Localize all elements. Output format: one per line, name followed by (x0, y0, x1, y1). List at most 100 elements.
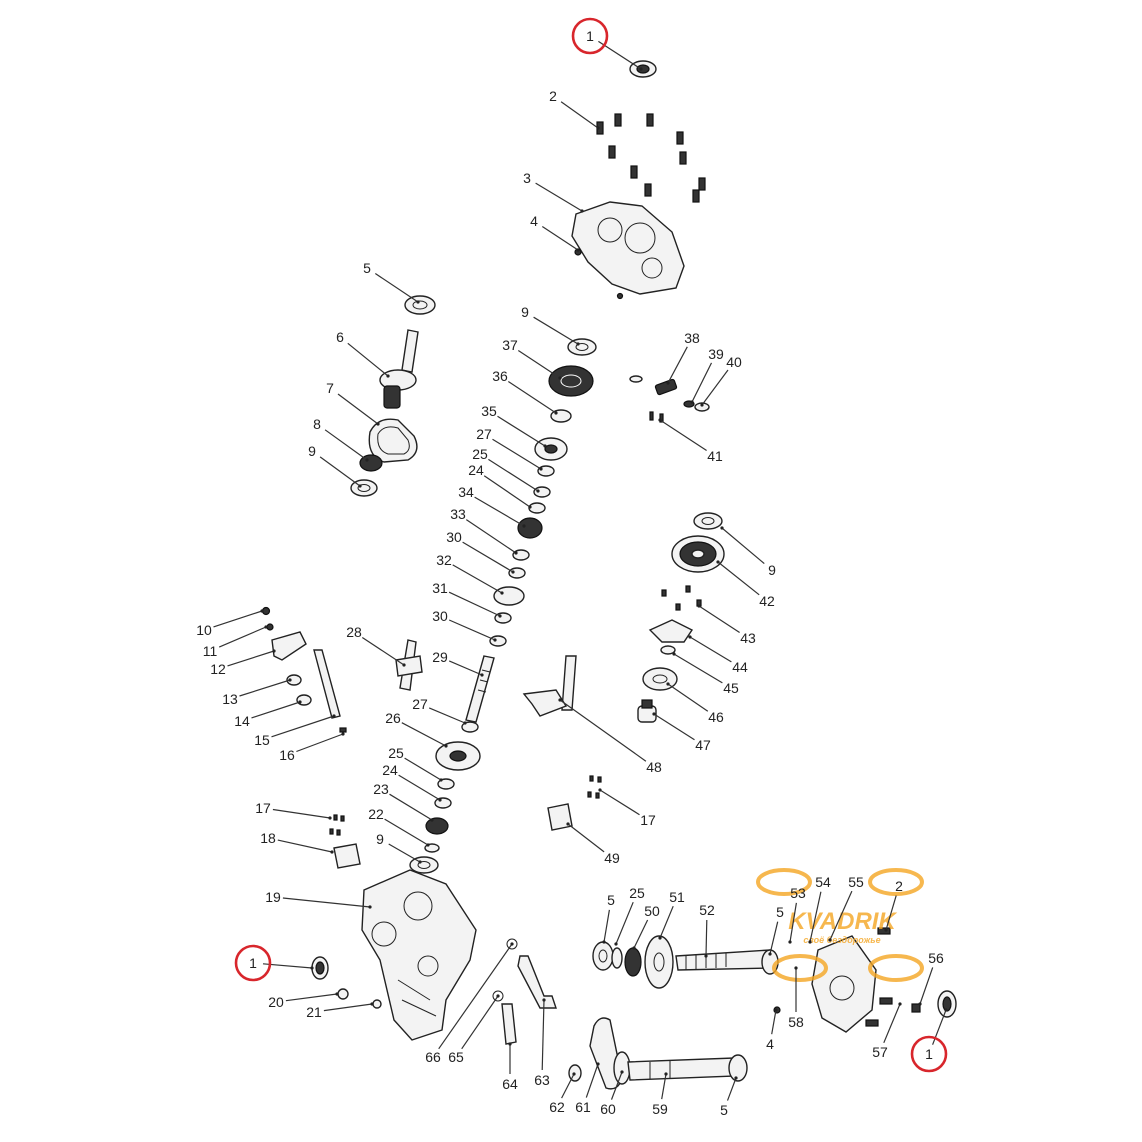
leader-dot-c-24a (528, 505, 532, 509)
part-label-c-65: 65 (448, 1049, 464, 1065)
part-label-c-36: 36 (492, 368, 508, 384)
washer-27b (461, 721, 479, 733)
bolt-set-top (596, 113, 706, 203)
part-label-c-56: 56 (928, 950, 944, 966)
tire-icon (868, 868, 924, 896)
gear-26 (435, 741, 481, 771)
leader-dot-c-27a (539, 467, 543, 471)
leader-line-c-46 (667, 683, 709, 712)
leader-line-c-56 (919, 967, 934, 1005)
leader-dot-c-13 (288, 678, 292, 682)
part-label-c-37: 37 (502, 337, 518, 353)
leader-dot-c-63 (542, 998, 546, 1002)
leader-dot-c-35 (543, 444, 547, 448)
part-label-c-19: 19 (265, 889, 281, 905)
gear-35 (534, 437, 568, 461)
leader-dot-c-2 (596, 126, 600, 130)
leader-dot-c-49 (566, 822, 570, 826)
part-label-c-43: 43 (740, 630, 756, 646)
part-label-c-30b: 30 (432, 608, 448, 624)
leader-dot-c-37 (558, 376, 562, 380)
bolts-56-57 (865, 927, 921, 1027)
leader-dot-c-50 (632, 946, 636, 950)
part-label-c-26: 26 (385, 710, 401, 726)
part-label-c-4a: 4 (530, 213, 538, 229)
leader-line-c-30b (448, 619, 496, 641)
leader-line-c-65 (461, 995, 499, 1050)
part-label-c-29: 29 (432, 649, 448, 665)
leader-dot-c-29 (480, 673, 484, 677)
leader-dot-c-24b (438, 798, 442, 802)
leader-line-c-4a (541, 225, 579, 251)
part-label-c-60: 60 (600, 1101, 616, 1117)
part-label-c-49: 49 (604, 850, 620, 866)
part-label-c-30a: 30 (446, 529, 462, 545)
highlight-circle-c-1-top (571, 17, 609, 55)
part-label-c-18: 18 (260, 830, 276, 846)
leader-dot-c-34 (522, 524, 526, 528)
leader-line-c-38 (667, 346, 688, 384)
gear-50 (624, 947, 642, 977)
ring-30a (508, 567, 526, 579)
part-label-c-9b: 9 (521, 304, 529, 320)
leader-dot-c-1-right (944, 1008, 948, 1012)
leader-line-c-1-top (598, 40, 642, 70)
part-label-c-25c: 25 (629, 885, 645, 901)
sensor-49 (547, 803, 573, 831)
leader-line-c-9d (388, 843, 421, 863)
bearing-5-top (404, 295, 436, 315)
leader-line-c-60 (610, 1071, 623, 1100)
part-label-c-50: 50 (644, 903, 660, 919)
tire-icon (868, 954, 924, 982)
plate-44 (648, 619, 694, 643)
leader-line-c-50 (633, 919, 649, 949)
axle-59 (627, 1057, 737, 1081)
leader-dot-c-9a (358, 484, 362, 488)
part-label-c-32: 32 (436, 552, 452, 568)
leader-line-c-41 (659, 419, 707, 452)
fork-64 (501, 1003, 517, 1045)
part-label-c-5b: 5 (607, 892, 615, 908)
seal-top (629, 60, 657, 78)
leader-dot-c-55 (828, 938, 832, 942)
leader-dot-c-17b (598, 788, 602, 792)
part-label-c-2: 2 (549, 88, 557, 104)
part-label-c-13: 13 (222, 691, 238, 707)
part-label-c-52: 52 (699, 902, 715, 918)
part-label-c-6: 6 (336, 329, 344, 345)
bearing-5-bottom (728, 1054, 748, 1082)
leader-line-c-35 (497, 415, 546, 447)
part-label-c-5a: 5 (363, 260, 371, 276)
leader-line-c-17a (272, 808, 331, 819)
leader-dot-c-30b (493, 638, 497, 642)
part-label-c-1-top: 1 (586, 28, 594, 44)
leader-dot-c-32 (500, 591, 504, 595)
leader-dot-c-54 (808, 940, 812, 944)
leader-dot-c-66 (510, 942, 514, 946)
leader-line-c-9c (721, 527, 765, 565)
pins-41 (649, 411, 664, 423)
leader-line-c-62 (561, 1073, 575, 1099)
part-label-c-10: 10 (196, 622, 212, 638)
leader-line-c-17b (599, 789, 640, 816)
sensor-18 (333, 843, 361, 869)
leader-line-c-18 (277, 839, 333, 853)
leader-line-c-39 (691, 362, 713, 403)
leader-dot-c-22 (426, 843, 430, 847)
leader-dot-c-45 (672, 652, 676, 656)
leader-dot-c-17a (328, 816, 332, 820)
part-label-c-34: 34 (458, 484, 474, 500)
leader-line-c-48 (559, 699, 647, 762)
leader-line-c-5c (769, 921, 779, 955)
part-label-c-25b: 25 (388, 745, 404, 761)
ring-30b (489, 635, 507, 647)
leader-line-c-23 (389, 793, 433, 821)
leader-line-c-24b (398, 774, 441, 801)
gear-34 (517, 517, 543, 539)
shaft-29 (465, 655, 495, 723)
gear-51 (644, 935, 674, 989)
leader-dot-c-61 (596, 1062, 600, 1066)
part-label-c-5d: 5 (720, 1102, 728, 1118)
bearing-9-mid (567, 338, 597, 356)
leader-dot-c-6 (386, 374, 390, 378)
